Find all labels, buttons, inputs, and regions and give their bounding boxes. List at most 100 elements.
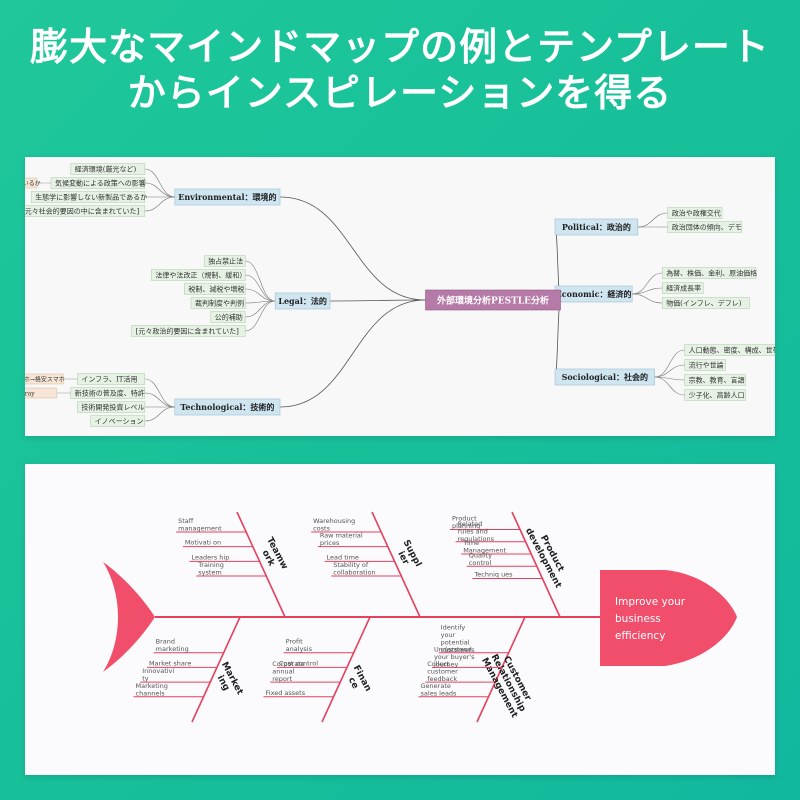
- sub-leaf-node[interactable]: 固定電話→携帯電話→スマホ→格安スマホ: [25, 373, 65, 385]
- sub-leaf-node[interactable]: 有害でない経済活動を推進しているか: [25, 177, 41, 189]
- fishbone-cause[interactable]: Cost control: [279, 659, 318, 667]
- leaf-connector: [144, 406, 175, 422]
- fishbone-cause[interactable]: Techniq ues: [473, 571, 513, 579]
- leaf-connector: [632, 293, 663, 304]
- branch-node[interactable]: Legal：法的: [274, 292, 331, 310]
- leaf-node[interactable]: 気候変動による政策への影響: [50, 177, 146, 189]
- branch-node[interactable]: Sociological：社会的: [554, 368, 655, 386]
- leaf-node[interactable]: 公的補助: [210, 311, 246, 323]
- leaf-node[interactable]: 少子化、高齢人口: [684, 389, 746, 401]
- leaf-node[interactable]: 流行や世論: [684, 359, 726, 371]
- fish-bone: [371, 511, 421, 618]
- branch-connector: [279, 196, 426, 301]
- leaf-label: 流行や世論: [689, 361, 724, 370]
- leaf-connector: [654, 364, 685, 378]
- leaf-label: 法律や法改正（規制、緩和）: [155, 271, 246, 280]
- leaf-node[interactable]: 人口動態、密度、構成、世帯: [684, 344, 775, 356]
- fishbone-cause[interactable]: Lead time: [327, 553, 359, 561]
- branch-label: Technological：技術的: [180, 402, 274, 412]
- leaf-connector: [637, 212, 668, 228]
- leaf-node[interactable]: インフラ、IT活用: [77, 373, 146, 385]
- leaf-connector: [245, 300, 276, 332]
- branch-node[interactable]: Political：政治的: [554, 218, 639, 236]
- leaf-node[interactable]: 新技術の普及度、特許: [70, 387, 146, 399]
- leaf-node[interactable]: 税制、減税や増税: [184, 283, 246, 295]
- leaf-node[interactable]: 為替、株価、金利、原油価格: [661, 267, 757, 279]
- fishbone-cause[interactable]: Market share: [149, 659, 191, 667]
- leaf-label: 公的補助: [215, 313, 243, 322]
- fish-bone: [191, 616, 241, 723]
- leaf-connector: [654, 349, 685, 378]
- leaf-node[interactable]: 政治や政権交代: [667, 207, 723, 219]
- connector-layer: [37, 168, 685, 422]
- branch-node[interactable]: Economic：経済的: [554, 285, 633, 303]
- leaf-label: [元々政治的要因に含まれていた]: [136, 327, 240, 336]
- leaf-label: 物価(インフレ、デフレ): [666, 299, 742, 308]
- leaf-connector: [144, 196, 175, 212]
- leaf-node[interactable]: [元々社会的要因の中に含まれていた]: [25, 205, 146, 217]
- leaf-connector: [245, 274, 276, 302]
- leaf-connector: [245, 288, 276, 302]
- branch-node[interactable]: Technological：技術的: [174, 398, 281, 416]
- leaf-node[interactable]: 技術開発投資レベル: [77, 401, 146, 413]
- fishbone-category[interactable]: Teamwork: [255, 536, 290, 576]
- fishbone-category[interactable]: Productdevelopment: [523, 522, 572, 591]
- leaf-connector: [632, 287, 663, 295]
- leaf-node[interactable]: 物価(インフレ、デフレ): [661, 297, 750, 309]
- fishbone-category[interactable]: Supplier: [392, 538, 423, 573]
- branch-connector: [554, 299, 561, 378]
- leaf-node[interactable]: 政治団体の傾向、デモ: [667, 221, 743, 233]
- center-node[interactable]: 外部環境分析PESTLE分析: [425, 289, 561, 311]
- sub-leaf-label: 固定電話→携帯電話→スマホ→格安スマホ: [25, 375, 65, 383]
- fish-head-label: efficiency: [615, 630, 665, 642]
- leaf-label: 為替、株価、金利、原油価格: [666, 269, 757, 278]
- fishbone-cause[interactable]: Leaders hip: [192, 553, 230, 561]
- leaf-node[interactable]: イノベーション: [90, 415, 146, 427]
- leaf-node[interactable]: [元々政治的要因に含まれていた]: [131, 325, 246, 337]
- sub-leaf-node[interactable]: ビデオテープ→DVD→Blu-ray: [25, 387, 58, 399]
- leaf-label: 経済環境(厳光など): [75, 165, 137, 174]
- leaf-label: 独占禁止法: [208, 257, 243, 266]
- leaf-node[interactable]: 生態学に影響しない新製品であるか: [30, 191, 147, 203]
- leaf-label: 少子化、高齢人口: [689, 391, 745, 400]
- leaf-connector: [245, 300, 276, 318]
- fish-head[interactable]: [600, 570, 737, 666]
- branch-connector: [329, 299, 426, 302]
- leaf-node[interactable]: 法律や法改正（規制、緩和）: [151, 269, 246, 281]
- fish-bone: [321, 616, 371, 723]
- fishbone-cause[interactable]: Fixed assets: [266, 689, 306, 697]
- leaf-connector: [144, 168, 175, 198]
- leaf-node[interactable]: 裁判制度や判例: [190, 297, 246, 309]
- leaf-label: 税制、減税や増税: [188, 285, 244, 294]
- fishbone-category[interactable]: CustomerRelationshipManagement: [479, 647, 537, 720]
- fishbone-category[interactable]: Marketing: [210, 660, 245, 701]
- leaf-node[interactable]: 宗教、教育、言語: [684, 374, 746, 386]
- branch-label: Legal：法的: [278, 296, 327, 306]
- leaf-node[interactable]: 独占禁止法: [203, 255, 246, 267]
- leaf-node[interactable]: 経済成長率: [661, 282, 704, 294]
- sub-leaf-label: 有害でない経済活動を推進しているか: [25, 179, 41, 187]
- branch-node[interactable]: Environmental：環境的: [174, 188, 281, 206]
- fishbone-cause[interactable]: Motivati on: [185, 539, 221, 547]
- leaf-node[interactable]: 経済環境(厳光など): [70, 163, 146, 175]
- leaf-connector: [144, 378, 175, 408]
